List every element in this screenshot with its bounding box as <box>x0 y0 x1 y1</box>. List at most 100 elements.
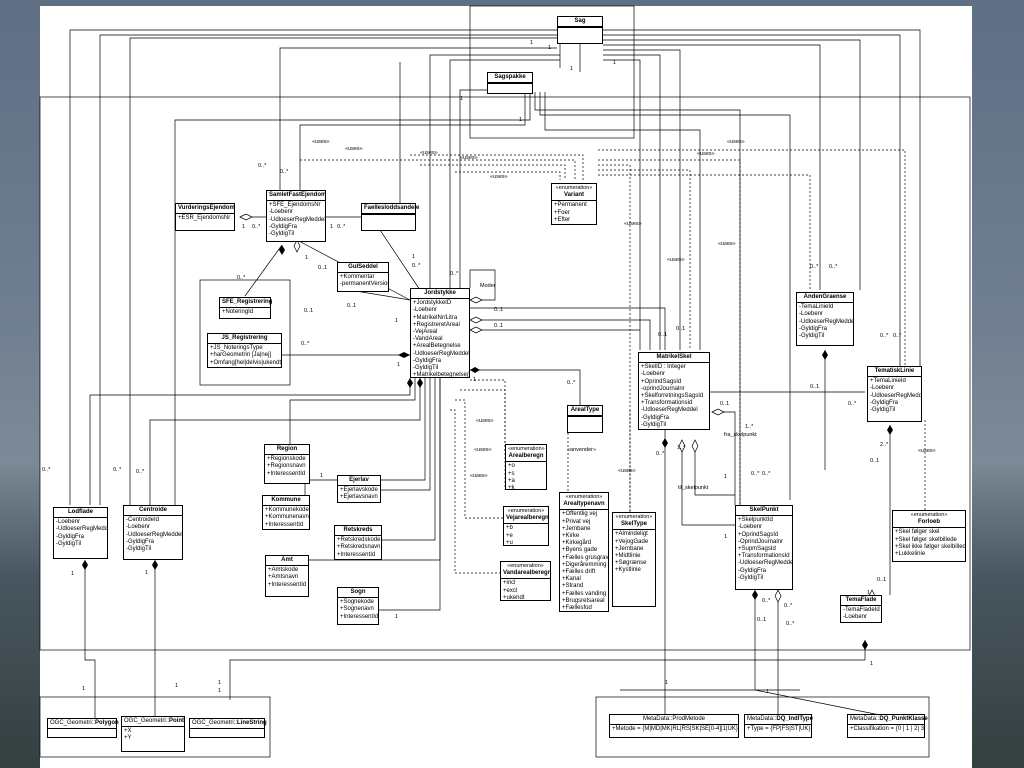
class-name: ProdMetode <box>672 716 706 722</box>
multiplicity: 1 <box>570 66 574 72</box>
multiplicity: 1 <box>330 224 334 230</box>
class-js-registrering[interactable]: JS_Registrering +JS_NoteringsType+harGeo… <box>207 333 282 368</box>
class-centroide[interactable]: Centroide -CentroideId-Loebenr-UdloeserR… <box>123 505 183 560</box>
multiplicity: 0..1 <box>347 303 357 309</box>
class-gulseddel[interactable]: GulSeddel +Kommentar-permanentVersion <box>337 262 389 292</box>
multiplicity: 1 <box>175 683 179 689</box>
attributes: +ESR_EjendomsNr <box>176 214 234 223</box>
class-name: Sagspakke <box>488 73 532 84</box>
class-ogc-linestring[interactable]: OGC_Geometri::LineString <box>189 718 267 738</box>
class-jordstykke[interactable]: Jordstykke +JordstykkeID-Loebenr+Matrike… <box>410 288 470 378</box>
attribute-row: +Regionskode <box>267 456 306 463</box>
multiplicity: 1 <box>218 688 222 694</box>
attributes: -TemaFladeId-Loebenr <box>841 606 881 622</box>
attribute-row: +Fællesfod <box>562 605 592 612</box>
multiplicity: 0..1 <box>494 323 504 329</box>
multiplicity: 0..* <box>848 401 857 407</box>
multiplicity: 0..1 <box>676 326 686 332</box>
uses-label: «uses» <box>667 257 685 263</box>
attribute-row: +Midtlinie <box>615 553 641 560</box>
class-prodmetode[interactable]: MetaData::ProdMetode +Metode = {M|MD|MK|… <box>609 714 739 738</box>
class-name: Region <box>265 445 309 456</box>
stereotype: «enumeration» <box>565 494 603 500</box>
class-arealtypenavn[interactable]: «enumeration»Arealtypenavn +Offentlig ve… <box>559 492 609 612</box>
class-lodflade[interactable]: Lodflade -Loebenr-UdloeserRegMeddel-Gyld… <box>53 507 108 559</box>
multiplicity: 0..* <box>301 341 310 347</box>
attribute-row: -GyldigTil <box>56 540 82 547</box>
class-sag[interactable]: Sag <box>557 16 603 44</box>
class-kommune[interactable]: Kommune +Kommunekode+Kommunenavn+Interes… <box>262 495 310 530</box>
package-prefix: OGC_Geometri:: <box>192 720 238 726</box>
multiplicity: 1 <box>320 473 324 479</box>
class-ogc-polygon[interactable]: OGC_Geometri::Polygon <box>47 718 119 738</box>
attribute-row: -GyldigTil <box>269 231 295 238</box>
class-matrikelskel[interactable]: MatrikelSkel +SkelID : Integer-Loebenr+O… <box>638 352 710 430</box>
attributes: +Permanent+Foer+Efter <box>552 201 596 225</box>
attribute-row: +a <box>508 477 515 484</box>
attribute-row: -GyldigTil <box>870 407 896 414</box>
class-sagspakke[interactable]: Sagspakke <box>487 72 533 94</box>
class-sfe-registrering[interactable]: SFE_Registrering +NoteringId <box>219 297 272 319</box>
class-ogc-point[interactable]: OGC_Geometri::Point +X+Y <box>121 716 185 752</box>
attribute-row: -UdloeserRegMeddel <box>126 531 182 538</box>
attribute-row: -UdloeserRegMeddel <box>870 392 921 399</box>
attribute-row: -GyldigFra <box>738 567 767 574</box>
attribute-row: -Loebenr <box>641 371 666 378</box>
class-samletfastejendom[interactable]: SamletFastEjendom +SFE_EjendomsNr-Loeben… <box>266 190 326 242</box>
uses-label: «uses» <box>460 155 478 161</box>
class-skelpunkt[interactable]: SkelPunkt +SkelpunktId-Loebenr+OprindSag… <box>735 505 793 590</box>
class-region[interactable]: Region +Regionskode+Regionsnavn+Interess… <box>264 444 310 484</box>
attribute-row: +Offentlig vej <box>562 511 598 518</box>
multiplicity: 0..1 <box>720 401 730 407</box>
class-forloeb[interactable]: «enumeration»Forloeb +Skel følger skel+S… <box>892 510 966 562</box>
attributes: +b+e+u <box>504 524 548 548</box>
class-name: JS_Registrering <box>208 334 281 345</box>
class-sogn[interactable]: Sogn +Sognekode+Sognenavn+InteressentId <box>337 587 379 625</box>
attribute-row: -UdloeserRegMeddel <box>413 350 469 357</box>
class-dq-punktklasse[interactable]: MetaData::DQ_PunktKlasse +Classifikation… <box>847 714 928 738</box>
class-dq-indltype[interactable]: MetaData::DQ_IndlType +Type = {FP|FS|ST|… <box>744 714 813 738</box>
class-name: TematiskLinie <box>868 367 921 378</box>
multiplicity: 0..* <box>893 333 902 339</box>
multiplicity: 1 <box>82 686 86 692</box>
attribute-row: +SkelID : Integer <box>641 364 686 371</box>
attributes: -Loebenr-UdloeserRegMeddel-GyldigFra-Gyl… <box>54 518 107 549</box>
attribute-row: +ESR_EjendomsNr <box>178 215 231 222</box>
class-temaflade[interactable]: TemaFlade -TemaFladeId-Loebenr <box>840 595 882 623</box>
class-faellesloddsandele[interactable]: Faellesloddsandele <box>361 203 419 231</box>
class-ejerlav[interactable]: Ejerlav +Ejerlavskode+Ejerlavsnavn <box>337 475 381 503</box>
class-variant[interactable]: «enumeration»Variant +Permanent+Foer+Eft… <box>551 183 597 225</box>
class-andengraense[interactable]: AndenGraense -TemaLinieId-Loebenr-Udloes… <box>796 292 854 346</box>
attribute-row: +Skel følger skelbillede <box>895 536 957 543</box>
uses-label: «uses» <box>345 146 363 152</box>
til-skelpunkt-label: til_skelpunkt <box>678 485 709 491</box>
class-vurderingsejendom[interactable]: VurderingsEjendom +ESR_EjendomsNr <box>175 203 235 231</box>
class-tematisklinie[interactable]: TematiskLinie +TemaLinieId-Loebenr-Udloe… <box>867 366 922 422</box>
class-name: Arealberegn <box>508 453 544 460</box>
package-prefix: OGC_Geometri:: <box>50 720 96 726</box>
class-name: AndenGraense <box>797 293 853 304</box>
attribute-row: +Søgrænse <box>615 560 647 567</box>
attributes: +X+Y <box>122 727 184 743</box>
class-retskreds[interactable]: Retskreds +Retskredskode+Retskredsnavn+I… <box>334 525 382 560</box>
attribute-row: +X <box>124 728 132 735</box>
attribute-row: -UdloeserRegMeddel <box>641 407 698 414</box>
class-amt[interactable]: Amt +Amtskode+Amtsnavn+InteressentId <box>265 555 309 597</box>
multiplicity: 1 <box>412 254 416 260</box>
class-arealtype[interactable]: ArealType <box>567 405 603 433</box>
attribute-row: -permanentVersion <box>340 281 388 288</box>
class-arealberegn[interactable]: «enumeration»Arealberegn +o+s+a+k <box>505 444 547 491</box>
uses-label: «uses» <box>420 150 438 156</box>
class-name: SFE_Registrering <box>220 298 272 309</box>
attribute-row: +SupmSagsId <box>738 546 776 553</box>
class-name: SkelType <box>621 521 647 528</box>
uses-label: «uses» <box>918 448 936 454</box>
attribute-row: -GyldigFra <box>413 357 442 364</box>
multiplicity: 1 <box>460 96 464 102</box>
class-vandarealberegn[interactable]: «enumeration»Vandarealberegn +incl+excl+… <box>500 561 551 601</box>
attribute-row: +Matrikelbetegnelse() <box>413 372 469 379</box>
attributes: +TemaLinieId-Loebenr-UdloeserRegMeddel-G… <box>868 377 921 415</box>
class-vejarealberegn[interactable]: «enumeration»Vejarealberegn +b+e+u <box>503 506 549 546</box>
class-skeltype[interactable]: «enumeration»SkelType +Almindeligt+Vejog… <box>612 512 656 607</box>
registrering-frame <box>199 279 291 386</box>
